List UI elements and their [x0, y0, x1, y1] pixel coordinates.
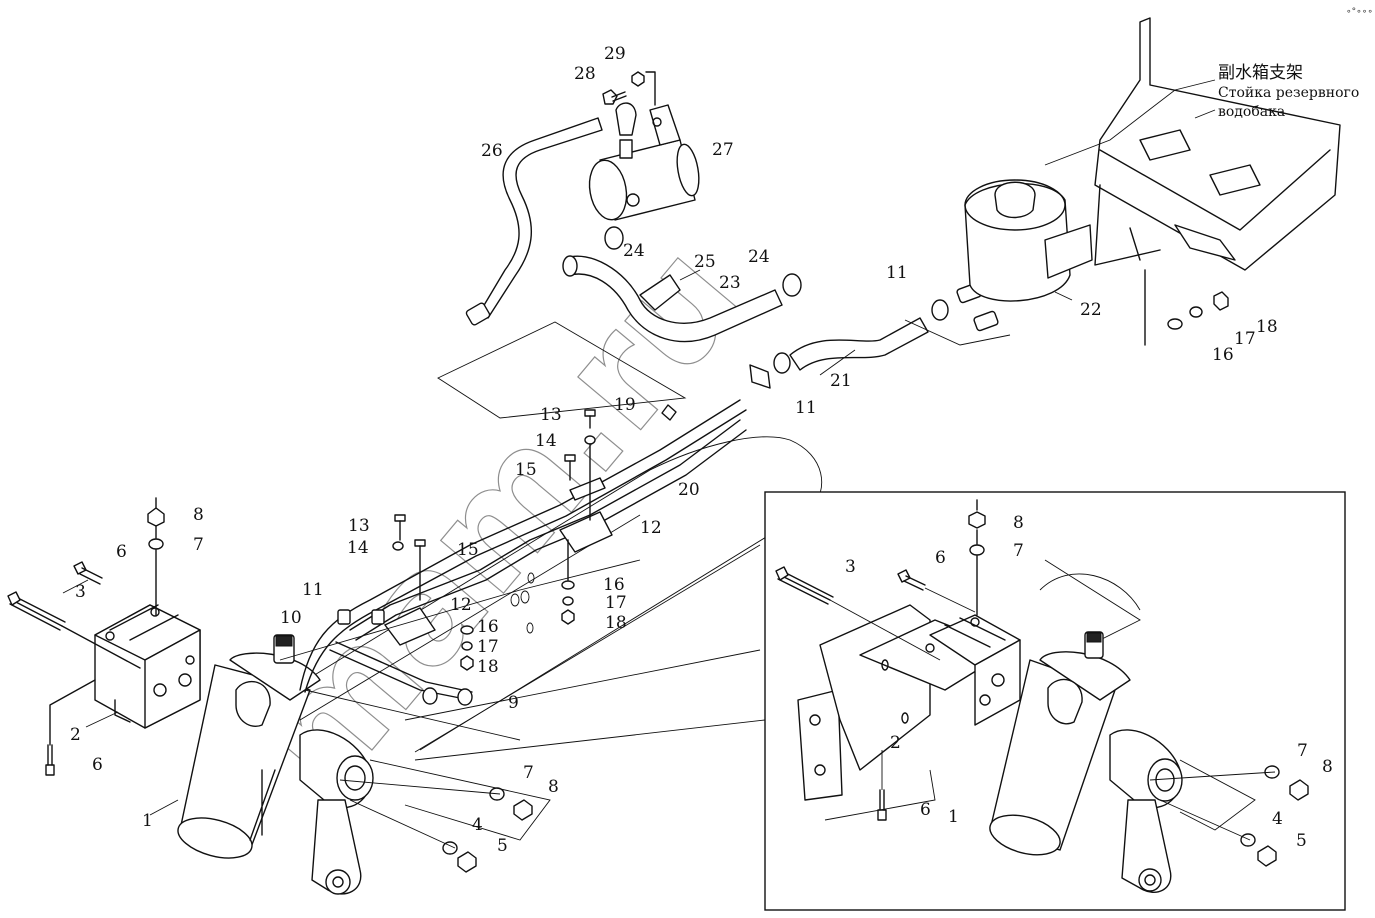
- callout-2: 2: [70, 725, 81, 745]
- inset-callout-5: 5: [1296, 831, 1307, 851]
- pressure-lines: [299, 364, 771, 706]
- callout-23: 23: [719, 273, 741, 293]
- callout-8-top: 8: [193, 505, 204, 525]
- callout-26: 26: [481, 141, 503, 161]
- callout-25: 25: [694, 252, 716, 272]
- frame-outline: [289, 436, 823, 753]
- callout-15-left: 15: [457, 540, 479, 560]
- callout-3: 3: [75, 582, 86, 602]
- callout-29: 29: [604, 44, 626, 64]
- callout-19: 19: [614, 395, 636, 415]
- inset-callout-8-top: 8: [1013, 513, 1024, 533]
- inset-callout-7-top: 7: [1013, 541, 1024, 561]
- callout-17-mid: 17: [605, 593, 627, 613]
- inset-callout-1: 1: [948, 807, 959, 827]
- callout-20: 20: [678, 480, 700, 500]
- callout-21: 21: [830, 371, 852, 391]
- return-hose-and-tank: [773, 179, 1093, 374]
- callout-5: 5: [497, 836, 508, 856]
- caption-chinese: 副水箱支架: [1218, 63, 1303, 83]
- callout-10: 10: [280, 608, 302, 628]
- leader-lines: [62, 79, 1216, 816]
- inset-callout-4: 4: [1272, 809, 1283, 829]
- fasteners-left: [7, 497, 551, 873]
- callout-7-top: 7: [193, 535, 204, 555]
- inset-callout-6-top: 6: [935, 548, 946, 568]
- corner-mark: ∘°∘∘∘: [1346, 7, 1373, 17]
- caption-russian-line1: Стойка резервного: [1218, 85, 1359, 101]
- callout-11-right: 11: [886, 263, 908, 283]
- inset-callout-2: 2: [890, 733, 901, 753]
- callout-24-right: 24: [748, 247, 770, 267]
- callout-18-left: 18: [477, 657, 499, 677]
- inset-callout-6-bottom: 6: [920, 800, 931, 820]
- callout-28: 28: [574, 64, 596, 84]
- callout-9: 9: [508, 693, 519, 713]
- callout-4: 4: [472, 815, 483, 835]
- callout-14-top: 14: [535, 431, 557, 451]
- callout-13-top: 13: [540, 405, 562, 425]
- detail-inset: [764, 491, 1346, 911]
- callout-14-left: 14: [347, 538, 369, 558]
- callout-6-bottom: 6: [92, 755, 103, 775]
- callout-numbers: 1 2 3 4 5 6 6 7 7 8 8 9 10 11 11 11 12 1…: [70, 44, 1333, 856]
- callout-13-left: 13: [348, 516, 370, 536]
- callout-27: 27: [712, 140, 734, 160]
- tank-bracket: [1094, 17, 1341, 346]
- callout-8-right: 8: [548, 777, 559, 797]
- callout-12-right: 12: [640, 518, 662, 538]
- steering-gear: [177, 634, 374, 895]
- callout-11-left: 11: [302, 580, 324, 600]
- callout-18-mid: 18: [605, 613, 627, 633]
- caption-russian-line2: водобака: [1218, 104, 1285, 120]
- inset-callout-8-right: 8: [1322, 757, 1333, 777]
- callout-16-right: 16: [1212, 345, 1234, 365]
- callout-18-right: 18: [1256, 317, 1278, 337]
- callout-12-left: 12: [450, 595, 472, 615]
- callout-16-left: 16: [477, 617, 499, 637]
- hardware-stacks: [392, 409, 596, 671]
- callout-22: 22: [1080, 300, 1102, 320]
- callout-15-top: 15: [515, 460, 537, 480]
- oil-reservoir: [465, 71, 802, 343]
- steering-gear-bracket: [94, 604, 201, 729]
- callout-17-left: 17: [477, 637, 499, 657]
- callout-6-top: 6: [116, 542, 127, 562]
- callout-7-right: 7: [523, 763, 534, 783]
- inset-callout-3: 3: [845, 557, 856, 577]
- callout-17-right: 17: [1234, 329, 1256, 349]
- bracket-caption: 副水箱支架 Стойка резервного водобака: [1218, 63, 1359, 120]
- callout-1: 1: [142, 811, 153, 831]
- inset-callout-7-right: 7: [1297, 741, 1308, 761]
- callout-16-mid: 16: [603, 575, 625, 595]
- callout-24-left: 24: [623, 241, 645, 261]
- callout-11-mid: 11: [795, 398, 817, 418]
